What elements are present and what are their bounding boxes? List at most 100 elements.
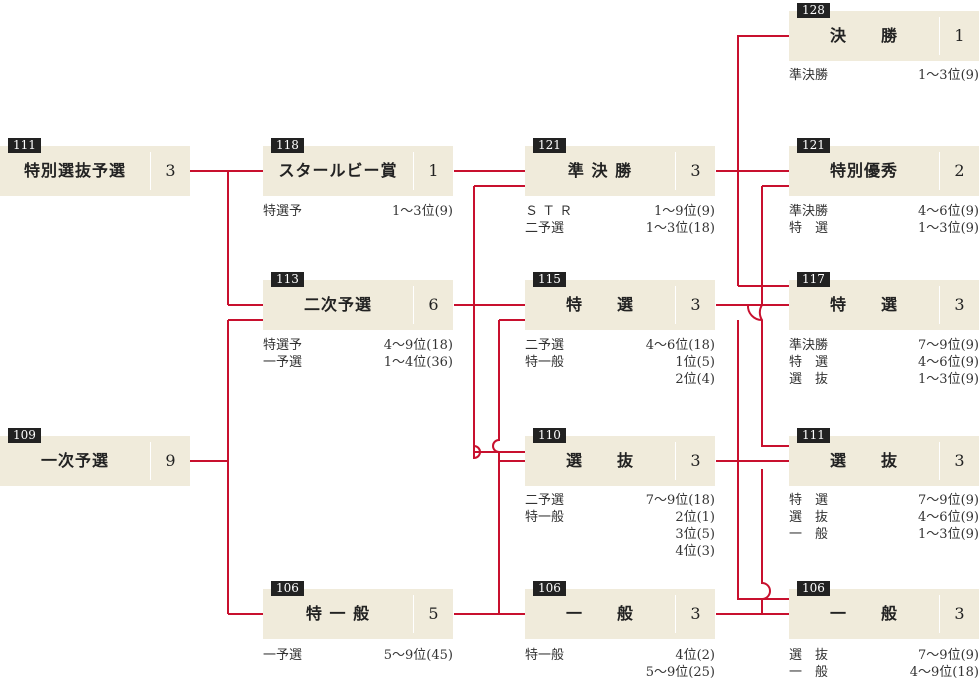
race-box-tokusen-117: 117 特 選 3 [789, 272, 979, 330]
detail-source: 特一般 [525, 648, 565, 663]
detail-ranks: 1～3位(9) [392, 204, 453, 219]
race-number-badge: 111 [797, 428, 830, 443]
race-name: 特 選 [829, 295, 898, 314]
race-name: 特 一 般 [305, 604, 371, 623]
detail-ranks: 1～3位(9) [918, 68, 979, 83]
detail-source: 一 般 [789, 665, 829, 680]
detail-ranks: 7～9位(9) [918, 338, 979, 353]
detail-source: 準決勝 [789, 338, 829, 353]
race-box-jun-kessho: 121 準 決 勝 3 [525, 138, 715, 196]
detail-ranks: 5～9位(25) [645, 665, 715, 680]
detail-row: 選 抜 7～9位(9) [789, 647, 979, 664]
box-divider [675, 286, 676, 324]
race-box-tokusen-115: 115 特 選 3 [525, 272, 715, 330]
detail-row: 準決勝 7～9位(9) [789, 337, 979, 354]
detail-ranks: 4位(2) [675, 648, 715, 663]
detail-ranks: 1～9位(9) [654, 204, 715, 219]
race-box-star-ruby: 118 スタールビー賞 1 [263, 138, 453, 196]
race-name: 特別優秀 [829, 161, 898, 180]
race-number-badge: 118 [271, 138, 304, 153]
race-count: 3 [954, 451, 965, 470]
race-box-senbatsu-111: 111 選 抜 3 [789, 428, 979, 486]
race-number-badge: 121 [533, 138, 566, 153]
detail-source: 特 選 [789, 355, 829, 370]
race-box-kessho: 128 決 勝 1 [789, 3, 979, 61]
detail-source: 選 抜 [789, 648, 829, 663]
detail-ranks: 4～6位(18) [645, 338, 715, 353]
detail-source: 特一般 [525, 510, 565, 525]
race-box-ippan-106-b: 106 一 般 3 [789, 581, 979, 639]
detail-ranks: 4～6位(9) [918, 510, 979, 525]
race-count: 5 [428, 604, 439, 623]
detail-source: 一予選 [263, 648, 303, 663]
race-box-niji-yosen: 113 二次予選 6 [263, 272, 453, 330]
box-divider [413, 152, 414, 190]
race-name: 一 般 [829, 604, 898, 623]
qualification-details: 準決勝 1～3位(9) [789, 67, 979, 84]
detail-row: 特一般 1位(5) [525, 354, 715, 371]
detail-source: 二予選 [525, 221, 565, 236]
box-divider [939, 442, 940, 480]
detail-source: 特 選 [789, 221, 829, 236]
race-name: 一 般 [565, 604, 634, 623]
box-divider [413, 286, 414, 324]
detail-ranks: 4～9位(18) [383, 338, 453, 353]
detail-row: 4位(3) [525, 543, 715, 560]
race-name: 決 勝 [829, 26, 898, 45]
detail-source: 準決勝 [789, 68, 829, 83]
detail-row: 二予選 1～3位(18) [525, 220, 715, 237]
box-divider [939, 595, 940, 633]
race-count: 1 [954, 26, 965, 45]
race-count: 3 [690, 451, 701, 470]
race-box-tokubetsu-yushu: 121 特別優秀 2 [789, 138, 979, 196]
detail-ranks: 3位(5) [675, 527, 715, 542]
detail-ranks: 1～3位(9) [918, 372, 979, 387]
race-count: 1 [428, 161, 439, 180]
race-number-badge: 110 [533, 428, 566, 443]
race-count: 6 [428, 295, 439, 314]
detail-ranks: 1～3位(9) [918, 221, 979, 236]
detail-source: 二予選 [525, 493, 565, 508]
box-divider [150, 442, 151, 480]
detail-source: 一予選 [263, 355, 303, 370]
race-count: 9 [165, 451, 176, 470]
detail-source: 特一般 [525, 355, 565, 370]
race-number-badge: 121 [797, 138, 830, 153]
race-box-senbatsu-110: 110 選 抜 3 [525, 428, 715, 486]
detail-source: 特選予 [263, 338, 303, 353]
detail-row: 特 選 1～3位(9) [789, 220, 979, 237]
box-divider [675, 595, 676, 633]
box-divider [675, 442, 676, 480]
race-count: 3 [954, 604, 965, 623]
detail-row: 特選予 4～9位(18) [263, 337, 453, 354]
detail-ranks: 4位(3) [675, 544, 715, 559]
detail-row: 特一般 4位(2) [525, 647, 715, 664]
box-divider [675, 152, 676, 190]
detail-ranks: 1位(5) [675, 355, 715, 370]
detail-ranks: 1～3位(18) [645, 221, 715, 236]
detail-ranks: 1～3位(9) [918, 527, 979, 542]
race-box-toku-ippan: 106 特 一 般 5 [263, 581, 453, 639]
race-name: 選 抜 [565, 451, 634, 470]
race-box-ippan-106-a: 106 一 般 3 [525, 581, 715, 639]
race-number-badge: 106 [271, 581, 304, 596]
detail-ranks: 7～9位(18) [645, 493, 715, 508]
race-number-badge: 106 [797, 581, 830, 596]
box-divider [150, 152, 151, 190]
race-box-ichiji-yosen: 109 一次予選 9 [0, 428, 190, 486]
detail-source: 準決勝 [789, 204, 829, 219]
detail-ranks: 7～9位(9) [918, 648, 979, 663]
